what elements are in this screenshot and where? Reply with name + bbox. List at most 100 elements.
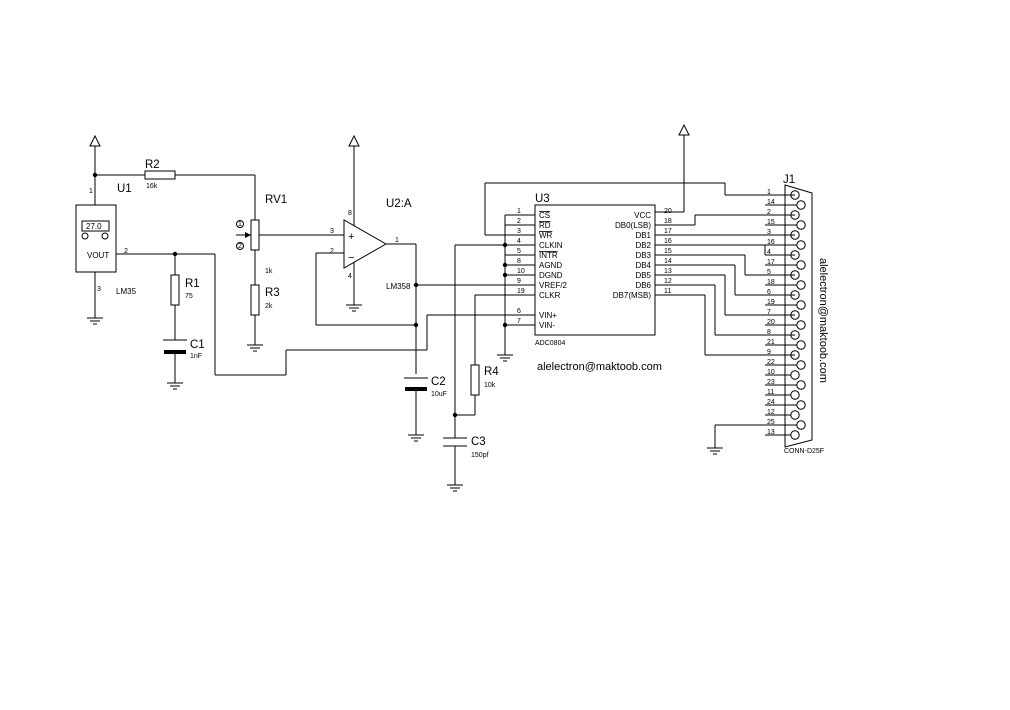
db25-pin-num: 1 <box>767 189 771 196</box>
r4-ref: R4 <box>484 366 499 378</box>
adc-left-pin-name: CLKR <box>539 291 561 300</box>
j1-part: CONN-D25F <box>784 448 824 455</box>
adc-right-pin-name: DB7(MSB) <box>613 291 652 300</box>
adc-right-pin-num: 14 <box>664 258 672 265</box>
db25-connector <box>784 184 813 448</box>
lm35-display: 27.0 <box>86 222 102 231</box>
c1-value: 1nF <box>190 353 202 360</box>
j1-ref: J1 <box>783 174 795 186</box>
adc-right-pins: 20VCC18DB0(LSB)17DB116DB215DB314DB413DB5… <box>613 208 672 300</box>
adc-right-pin-name: DB1 <box>635 231 651 240</box>
adc-left-pin-num: 3 <box>517 228 521 235</box>
db25-pin-num: 12 <box>767 409 775 416</box>
db25-pin-circle <box>796 260 806 270</box>
opamp-pin4: 4 <box>348 273 352 280</box>
r2-ref: R2 <box>145 159 160 171</box>
opamp-pin8: 8 <box>348 210 352 217</box>
db25-pin-circle <box>796 280 806 290</box>
capacitor-c2 <box>404 377 428 435</box>
adc-right-pin-name: DB0(LSB) <box>615 221 651 230</box>
adc-right-pin-num: 16 <box>664 238 672 245</box>
adc-left-pin-name: INTR <box>539 251 558 260</box>
db25-pin-num: 22 <box>767 359 775 366</box>
u1-ref: U1 <box>117 183 132 195</box>
u2-part: LM358 <box>386 282 411 291</box>
db25-pin-circle <box>796 360 806 370</box>
opamp-plus: + <box>348 231 354 243</box>
ground-opamp <box>346 304 362 312</box>
u2-ref: U2:A <box>386 198 412 210</box>
db25-pin-circle <box>796 300 806 310</box>
opamp-pin2: 2 <box>330 248 334 255</box>
adc-right-pin-name: DB5 <box>635 271 651 280</box>
adc0804-chip <box>534 204 656 336</box>
db25-pin-circle <box>790 410 800 420</box>
adc-left-pin-num: 2 <box>517 218 521 225</box>
c1-ref: C1 <box>190 339 205 351</box>
db25-pin-num: 7 <box>767 309 771 316</box>
adc-right-pin-num: 12 <box>664 278 672 285</box>
r3-value: 2k <box>265 303 273 310</box>
r4-value: 10k <box>484 382 496 389</box>
ground-adc <box>497 354 513 362</box>
opamp-minus: − <box>348 252 354 264</box>
opamp-pin1: 1 <box>395 237 399 244</box>
db25-pin-num: 23 <box>767 379 775 386</box>
u3-part: ADC0804 <box>535 340 565 347</box>
db25-pin-num: 17 <box>767 259 775 266</box>
adc-left-pin-name: DGND <box>539 271 563 280</box>
rv1-value: 1k <box>265 268 273 275</box>
c3-value: 150pf <box>471 452 489 459</box>
email-center: alelectron@maktoob.com <box>537 361 662 373</box>
adc-right-pin-name: DB4 <box>635 261 651 270</box>
db25-pin-num: 2 <box>767 209 771 216</box>
db25-pin-circle <box>796 340 806 350</box>
capacitor-c1 <box>163 335 187 383</box>
opamp-pin3: 3 <box>330 228 334 235</box>
c2-ref: C2 <box>431 376 446 388</box>
rv1-ref: RV1 <box>265 194 287 206</box>
lm35-sensor: 27.0 VOUT <box>75 180 175 318</box>
ground-c2 <box>408 434 424 442</box>
adc-left-pin-name: AGND <box>539 261 562 270</box>
adc-right-pin-name: VCC <box>634 211 651 220</box>
adc-right-pin-num: 11 <box>664 288 671 295</box>
adc-left-pin-num: 9 <box>517 278 521 285</box>
ground-r3 <box>247 344 263 352</box>
rv1-pin1: 1 <box>238 221 242 228</box>
db25-pin-num: 14 <box>767 199 775 206</box>
adc-left-pin-num: 4 <box>517 238 521 245</box>
db25-pin-circle <box>790 430 800 440</box>
adc-right-pin-name: DB6 <box>635 281 651 290</box>
adc-right-pin-name: DB3 <box>635 251 651 260</box>
db25-pin-num: 19 <box>767 299 775 306</box>
adc-left-pin-name: WR <box>539 231 553 240</box>
rv1-pin2: 2 <box>238 243 242 250</box>
db25-pin-num: 5 <box>767 269 771 276</box>
db25-pin-circle <box>796 240 806 250</box>
adc-right-pin-num: 15 <box>664 248 672 255</box>
resistor-r2 <box>95 170 256 220</box>
db25-pin-num: 21 <box>767 339 775 346</box>
db25-pins: 1142153164175186197208219221023112412251… <box>765 189 806 440</box>
db25-pin-circle <box>796 200 806 210</box>
db25-pin-circle <box>790 370 800 380</box>
resistor-r4 <box>455 364 480 416</box>
power-symbol-adc <box>678 123 690 212</box>
ground-u1 <box>87 317 103 325</box>
u1-pin1: 1 <box>89 188 93 195</box>
ground-c1 <box>167 382 183 390</box>
adc-left-pin-num: 8 <box>517 258 521 265</box>
db25-pin-circle <box>796 220 806 230</box>
adc-right-pin-num: 18 <box>664 218 672 225</box>
capacitor-c3 <box>443 437 467 485</box>
u1-part: LM35 <box>116 287 137 296</box>
ground-c3 <box>447 484 463 492</box>
u3-ref: U3 <box>535 193 550 205</box>
lm35-vout-label: VOUT <box>87 251 109 260</box>
adc-left-pin-name: CLKIN <box>539 241 563 250</box>
r1-value: 75 <box>185 293 193 300</box>
adc-right-pin-num: 17 <box>664 228 672 235</box>
ground-j1 <box>707 447 723 455</box>
